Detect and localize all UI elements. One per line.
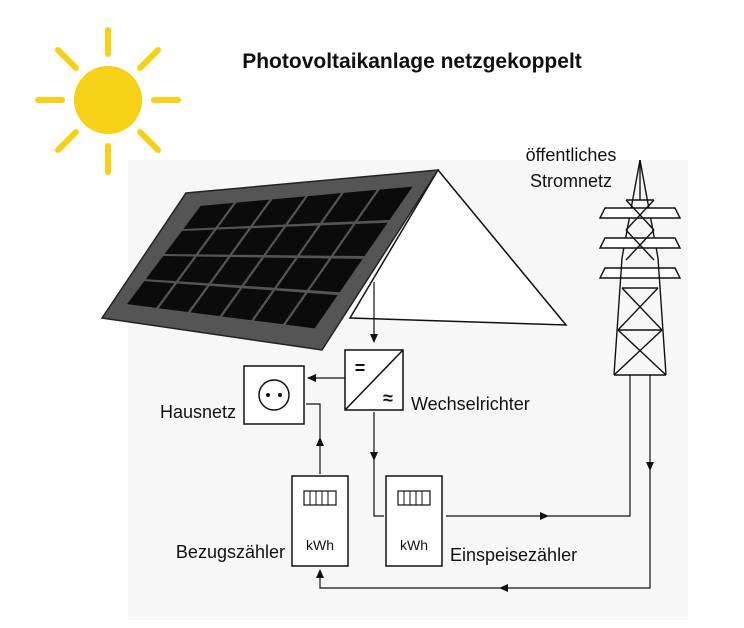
- solar-cell: [253, 290, 306, 325]
- solar-cell: [127, 281, 175, 308]
- wiring: [306, 282, 654, 592]
- solar-cell: [244, 257, 296, 288]
- solar-cell: [178, 256, 228, 284]
- solar-cell: [190, 285, 240, 317]
- solar-cell: [357, 186, 413, 222]
- feed-in-meter-label: Einspeisezähler: [450, 545, 577, 565]
- consumption-meter-unit: kWh: [306, 537, 334, 553]
- solar-cell: [265, 225, 319, 256]
- solar-cell: [222, 288, 273, 321]
- consumption-meter: kWh: [291, 475, 349, 567]
- consumption-meter-label: Bezugszähler: [176, 542, 285, 562]
- public-grid-label-line2: Stromnetz: [530, 171, 612, 191]
- socket-icon: [243, 365, 305, 425]
- feed-in-meter-unit: kWh: [400, 537, 428, 553]
- solar-cell: [299, 224, 353, 256]
- solar-cell: [287, 193, 341, 225]
- solar-cell: [183, 202, 234, 229]
- solar-cell: [285, 292, 338, 329]
- dc-symbol: =: [355, 358, 366, 378]
- public-grid-label-line1: öffentliches: [526, 145, 617, 165]
- solar-cell: [309, 258, 363, 293]
- solar-cell: [333, 222, 388, 257]
- solar-cell: [164, 229, 214, 255]
- solar-cell: [158, 283, 208, 313]
- solar-cell: [218, 199, 270, 228]
- inverter-label: Wechselrichter: [411, 394, 530, 414]
- feed-in-meter: kWh: [385, 475, 443, 567]
- solar-cell: [211, 257, 262, 286]
- solar-cell: [232, 226, 284, 256]
- solar-cell: [322, 189, 377, 223]
- power-pylon-icon: [598, 159, 682, 376]
- house-grid-label: Hausnetz: [160, 402, 236, 422]
- solar-cells: [127, 186, 413, 329]
- sun-icon: [35, 27, 181, 175]
- solar-cell: [253, 196, 306, 226]
- diagram-title: Photovoltaikanlage netzgekoppelt: [242, 50, 582, 73]
- ac-symbol: ≈: [383, 388, 393, 408]
- solar-cell: [276, 257, 329, 290]
- inverter: = ≈: [344, 349, 404, 411]
- roof-with-solar-panel: [100, 168, 568, 351]
- solar-cell: [145, 256, 195, 282]
- solar-cell: [198, 228, 249, 255]
